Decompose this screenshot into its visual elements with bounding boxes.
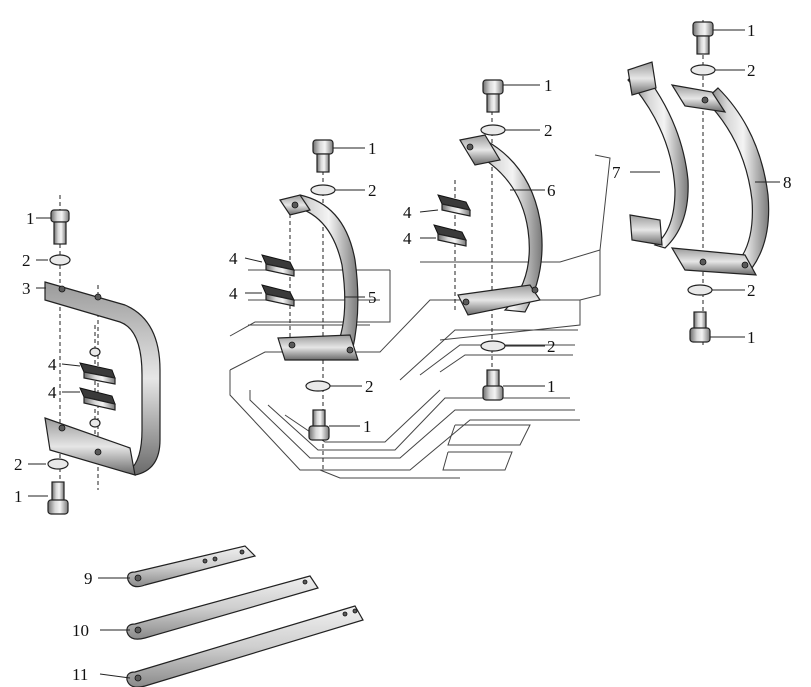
arc-part-8: [670, 84, 770, 276]
wrench-part-11: [126, 605, 364, 687]
callout-labels: 1 2 1 2 6 7 8 2 1 1 2 4 4 4 4 5 2 1 2 1 …: [14, 21, 792, 684]
callout-2-center-low: 2: [365, 377, 374, 396]
callout-1-mid-right: 1: [544, 76, 553, 95]
callout-11: 11: [72, 665, 88, 684]
callout-2-center-right-low: 2: [547, 337, 556, 356]
callout-8: 8: [783, 173, 792, 192]
washer-part-2-center-right-low: [480, 340, 506, 352]
callout-7: 7: [612, 163, 621, 182]
callout-4-center-d: 4: [403, 229, 412, 248]
bolt-part-1-left-top: [50, 209, 70, 245]
callout-1-right-top: 1: [747, 21, 756, 40]
center-arc-assembly: [261, 139, 359, 470]
arc-part-7: [627, 61, 689, 249]
callout-1-center-right-low: 1: [547, 377, 556, 396]
callout-2-left-top: 2: [22, 251, 31, 270]
callout-4-left-b: 4: [48, 383, 57, 402]
washer-part-2-right-top: [690, 64, 716, 76]
callout-6: 6: [547, 181, 556, 200]
callout-2-center-top: 2: [368, 181, 377, 200]
bolt-part-1-center-top: [312, 139, 334, 173]
callout-9: 9: [84, 569, 93, 588]
key-part-4-center-c: [437, 194, 471, 217]
right-assembly: [627, 20, 770, 345]
key-part-4-left-b: [79, 387, 116, 428]
leader-lines: [28, 29, 780, 679]
bolt-part-1-left-low: [47, 481, 69, 515]
center-right-arc-assembly: [433, 79, 543, 401]
callout-2-right-top: 2: [747, 61, 756, 80]
arc-part-6: [457, 134, 543, 316]
bolt-part-1-center-low: [308, 409, 330, 441]
bolt-part-1-center-right-low: [482, 369, 504, 401]
callout-3: 3: [22, 279, 31, 298]
callout-5: 5: [368, 288, 377, 307]
key-part-4-center-a: [261, 254, 295, 277]
arc-part-5: [277, 194, 359, 361]
callout-10: 10: [72, 621, 89, 640]
washer-part-2-center-right-top: [480, 124, 506, 136]
washer-part-2-left-top: [49, 254, 71, 266]
callout-2-mid-right: 2: [544, 121, 553, 140]
callout-2-right-low: 2: [747, 281, 756, 300]
callout-4-center-b: 4: [229, 284, 238, 303]
washer-part-2-center-low: [305, 380, 331, 392]
callout-2-left-low: 2: [14, 455, 23, 474]
key-part-4-left-a: [79, 347, 116, 385]
callout-1-left-top: 1: [26, 209, 35, 228]
wrench-part-10: [126, 575, 319, 640]
callout-4-left-a: 4: [48, 355, 57, 374]
bracket-part-3: [44, 281, 161, 476]
left-bracket-assembly: [44, 195, 161, 515]
key-part-4-center-b: [261, 284, 295, 307]
key-part-4-center-d: [433, 224, 467, 247]
callout-1-center-low: 1: [363, 417, 372, 436]
bolt-part-1-right-low: [689, 311, 711, 343]
callout-4-center-c: 4: [403, 203, 412, 222]
bolt-part-1-right-top: [692, 21, 714, 55]
bolt-part-1-center-right-top: [482, 79, 504, 113]
washer-part-2-right-low: [687, 284, 713, 296]
callout-1-left-low: 1: [14, 487, 23, 506]
callout-4-center-a: 4: [229, 249, 238, 268]
callout-1-right-low: 1: [747, 328, 756, 347]
callout-1-center-top: 1: [368, 139, 377, 158]
wrench-part-9: [127, 545, 257, 588]
washer-part-2-left-low: [47, 458, 69, 470]
washer-part-2-center-top: [310, 184, 336, 196]
